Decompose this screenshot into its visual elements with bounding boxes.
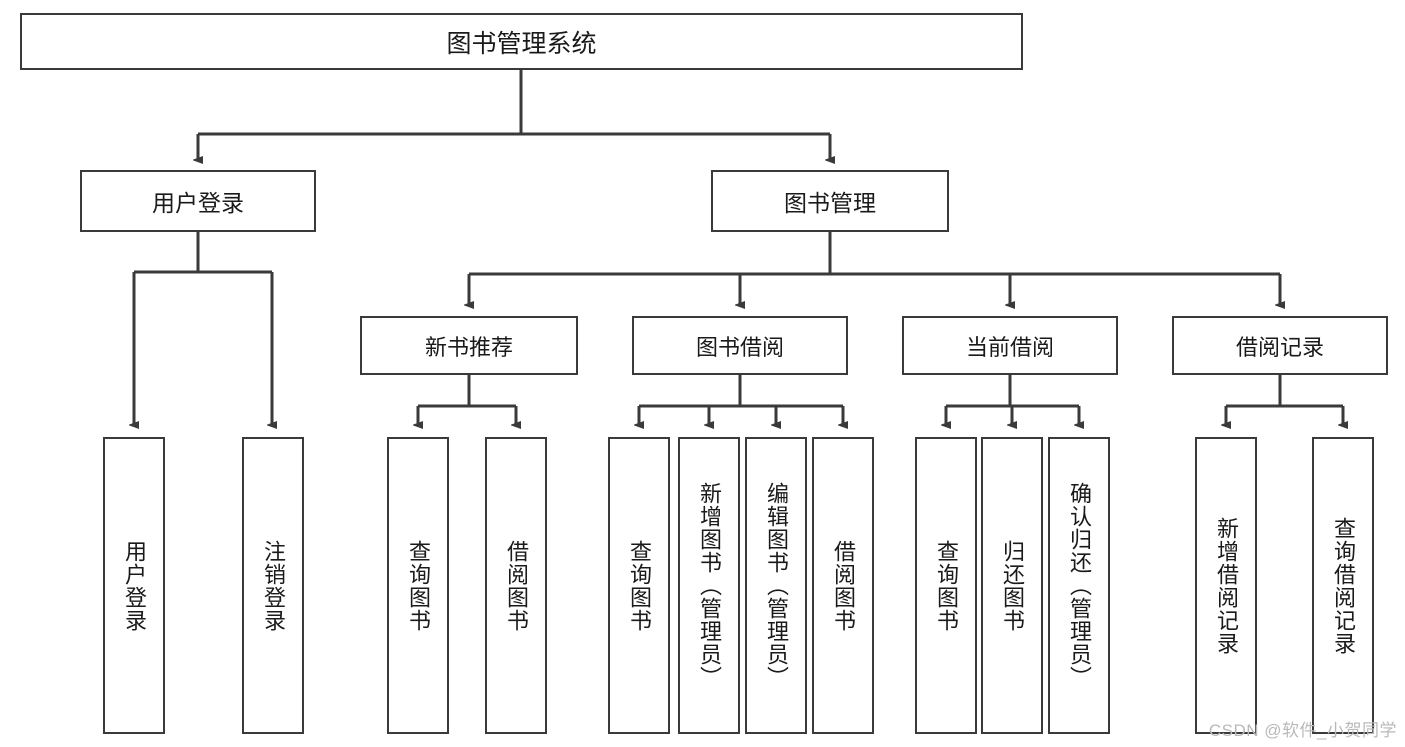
leaf-label: 查询图书: [933, 539, 959, 632]
leaf-label: 借阅图书: [830, 539, 856, 632]
watermark: CSDN @软件_小贺同学: [1208, 721, 1397, 740]
leaf-label: 编辑图书（管理员）: [763, 482, 789, 689]
leaf-current-borrow-return[interactable]: 归还图书: [981, 437, 1043, 734]
leaf-borrow-record-add[interactable]: 新增借阅记录: [1195, 437, 1257, 734]
node-book-borrow[interactable]: 图书借阅: [632, 316, 848, 375]
leaf-label: 归还图书: [999, 539, 1025, 632]
node-book-management[interactable]: 图书管理: [711, 170, 949, 232]
leaf-new-book-borrow[interactable]: 借阅图书: [485, 437, 547, 734]
leaf-label: 注销登录: [260, 539, 286, 632]
leaf-user-login-logout[interactable]: 注销登录: [242, 437, 304, 734]
leaf-label: 借阅图书: [503, 539, 529, 632]
leaf-user-login-login[interactable]: 用户登录: [103, 437, 165, 734]
leaf-new-book-query[interactable]: 查询图书: [387, 437, 449, 734]
leaf-label: 查询图书: [405, 539, 431, 632]
leaf-label: 确认归还（管理员）: [1066, 482, 1092, 689]
node-book-management-label: 图书管理: [784, 190, 876, 216]
leaf-current-borrow-confirm[interactable]: 确认归还（管理员）: [1048, 437, 1110, 734]
node-book-borrow-label: 图书借阅: [695, 334, 784, 360]
node-borrow-record[interactable]: 借阅记录: [1172, 316, 1388, 375]
leaf-label: 新增借阅记录: [1213, 516, 1239, 655]
node-new-book-recommend[interactable]: 新书推荐: [360, 316, 578, 375]
leaf-borrow-record-query[interactable]: 查询借阅记录: [1312, 437, 1374, 734]
node-root[interactable]: 图书管理系统: [20, 13, 1023, 70]
leaf-book-borrow-borrow[interactable]: 借阅图书: [812, 437, 874, 734]
node-user-login-label: 用户登录: [152, 190, 244, 216]
leaf-label: 查询借阅记录: [1330, 516, 1356, 655]
leaf-book-borrow-edit[interactable]: 编辑图书（管理员）: [745, 437, 807, 734]
node-user-login[interactable]: 用户登录: [80, 170, 316, 232]
node-root-label: 图书管理系统: [446, 29, 597, 58]
leaf-current-borrow-query[interactable]: 查询图书: [915, 437, 977, 734]
leaf-label: 查询图书: [626, 539, 652, 632]
node-new-book-recommend-label: 新书推荐: [424, 334, 513, 360]
leaf-label: 新增图书（管理员）: [696, 482, 722, 689]
leaf-book-borrow-query[interactable]: 查询图书: [608, 437, 670, 734]
leaf-book-borrow-add[interactable]: 新增图书（管理员）: [678, 437, 740, 734]
node-borrow-record-label: 借阅记录: [1235, 334, 1324, 360]
node-current-borrow[interactable]: 当前借阅: [902, 316, 1118, 375]
node-current-borrow-label: 当前借阅: [965, 334, 1054, 360]
leaf-label: 用户登录: [121, 539, 147, 632]
